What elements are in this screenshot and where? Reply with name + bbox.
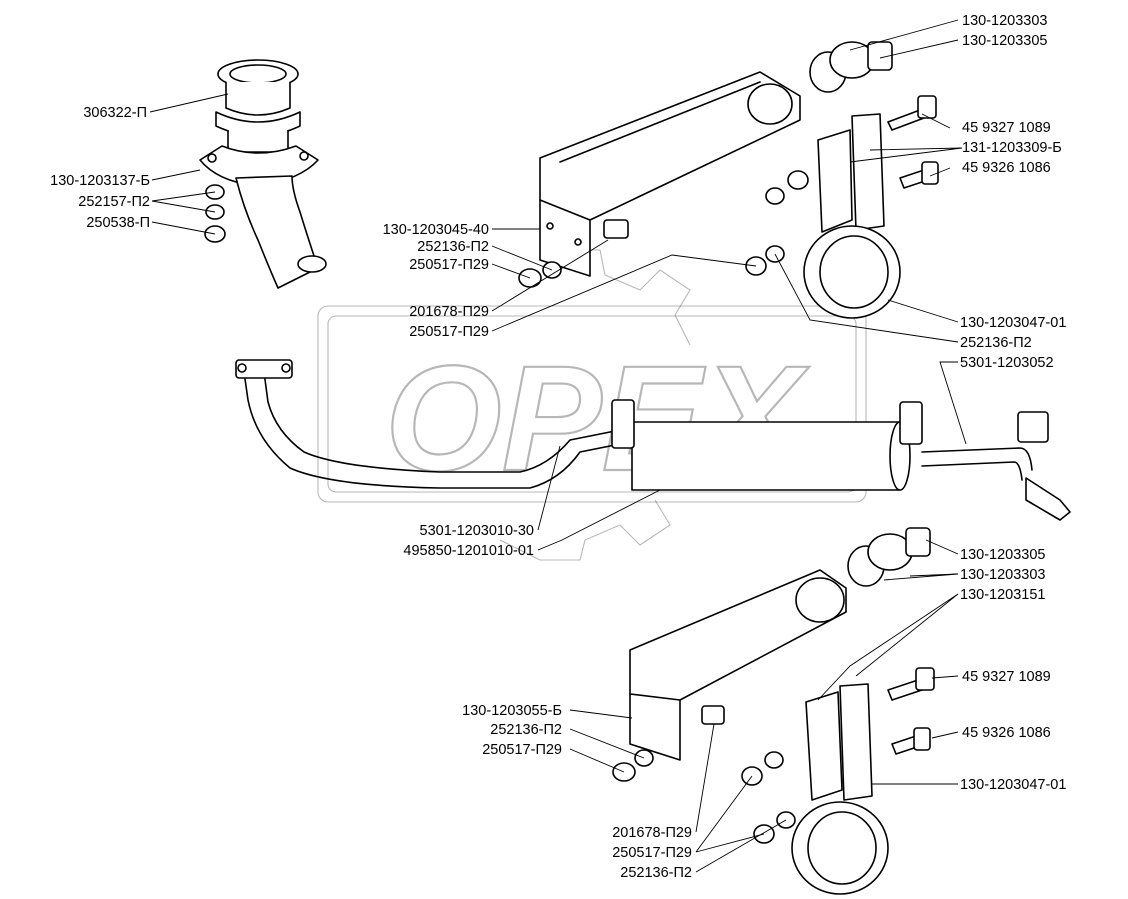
label-130-1203047-top: 130-1203047-01	[960, 315, 1066, 331]
label-130-1203305-bot: 130-1203305	[960, 547, 1045, 563]
upper-bracket-130-1203045	[539, 71, 801, 277]
upper-rubber-cushion	[809, 41, 893, 93]
label-250517-c: 250517-П29	[482, 742, 562, 758]
label-201678-a: 201678-П29	[409, 304, 489, 320]
label-495850: 495850-1201010-01	[403, 543, 534, 559]
label-252136-b: 252136-П2	[960, 335, 1032, 351]
label-130-1203305-top: 130-1203305	[962, 33, 1047, 49]
label-201678-b: 201678-П29	[612, 825, 692, 841]
label-131-1203309: 131-1203309-Б	[962, 140, 1062, 156]
lower-rubber-cushion	[847, 527, 931, 587]
upper-bolts	[887, 95, 939, 189]
washers-left	[204, 184, 226, 243]
label-5301-1203010: 5301-1203010-30	[420, 523, 535, 539]
flange-pipe-130-1203137	[199, 59, 327, 289]
label-252136-c: 252136-П2	[490, 722, 562, 738]
label-250538: 250538-П	[86, 215, 150, 231]
label-5301-1203052: 5301-1203052	[960, 355, 1054, 371]
label-45-9327-1089-top: 45 9327 1089	[962, 120, 1051, 136]
label-130-1203303-top: 130-1203303	[962, 13, 1047, 29]
lower-clamp-130-1203047	[791, 683, 889, 895]
exhaust-pipe-5301-1203010	[235, 359, 641, 489]
label-252136-a: 252136-П2	[417, 239, 489, 255]
label-250517-b: 250517-П29	[409, 324, 489, 340]
tail-pipe-5301-1203052	[921, 411, 1071, 521]
label-252157: 252157-П2	[78, 194, 150, 210]
part-labels: 130-1203303 130-1203305 306322-П 45 9327…	[50, 13, 1066, 881]
label-45-9327-1089-bot: 45 9327 1089	[962, 669, 1051, 685]
muffler-495850	[611, 399, 923, 491]
label-45-9326-1086-bot: 45 9326 1086	[962, 725, 1051, 741]
label-130-1203045: 130-1203045-40	[383, 222, 489, 238]
label-250517-a: 250517-П29	[409, 257, 489, 273]
label-45-9326-1086-top: 45 9326 1086	[962, 160, 1051, 176]
upper-fasteners	[518, 170, 809, 288]
label-130-1203303-bot: 130-1203303	[960, 567, 1045, 583]
lower-bracket-130-1203055	[629, 569, 847, 761]
upper-clamp-130-1203047	[803, 113, 901, 319]
leader-lines	[149, 19, 967, 873]
label-130-1203137: 130-1203137-Б	[50, 173, 150, 189]
label-306322: 306322-П	[83, 105, 147, 121]
label-130-1203151: 130-1203151	[960, 587, 1045, 603]
label-130-1203055: 130-1203055-Б	[462, 703, 562, 719]
label-250517-d: 250517-П29	[612, 845, 692, 861]
label-130-1203047-bot: 130-1203047-01	[960, 777, 1066, 793]
label-252136-d: 252136-П2	[620, 865, 692, 881]
watermark: OPEX	[317, 249, 867, 561]
lower-bolts	[887, 667, 935, 755]
